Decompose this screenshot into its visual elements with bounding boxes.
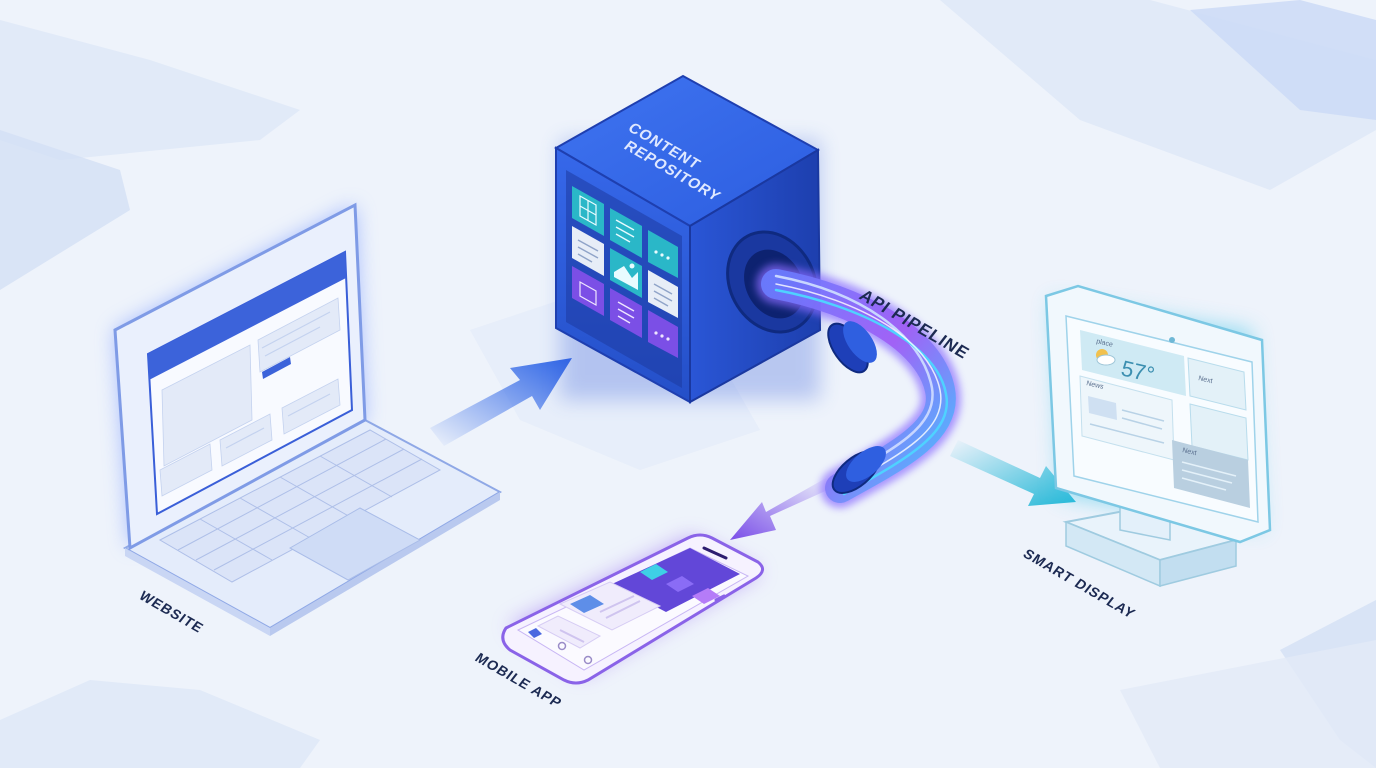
arrow-repository-to-display xyxy=(950,440,1076,506)
tile-grid-icon xyxy=(572,186,604,236)
tile-more-icon xyxy=(648,310,678,358)
smart-display-device: place 57° News Next Next xyxy=(1044,284,1272,588)
pipeline-clamp-upper xyxy=(827,321,877,374)
arrow-repository-to-mobile xyxy=(730,478,832,540)
display-weather-panel xyxy=(1080,330,1186,396)
tile-text-icon xyxy=(572,226,604,276)
mobile-phone-device xyxy=(501,533,764,685)
tile-form-icon xyxy=(648,270,678,318)
tile-image-icon xyxy=(610,248,642,298)
laptop-keyboard xyxy=(158,429,442,583)
display-next-label-2: Next xyxy=(1182,447,1198,457)
pipeline-clamp-lower xyxy=(831,446,886,494)
tile-layout-icon xyxy=(572,266,604,316)
phone-app-icons xyxy=(640,564,720,604)
phone-bottom-nav xyxy=(528,628,593,665)
display-next-label-1: Next xyxy=(1198,375,1214,385)
content-repository-cube: CONTENT REPOSITORY xyxy=(553,74,822,404)
weather-icon xyxy=(1096,349,1116,366)
laptop-device xyxy=(113,202,503,636)
display-news-label: News xyxy=(1086,380,1105,391)
laptop-trackpad xyxy=(288,507,422,581)
tile-document-icon xyxy=(610,208,642,258)
tile-list-icon xyxy=(610,288,642,338)
arrow-website-to-repository xyxy=(430,358,572,446)
tile-chat-icon xyxy=(648,230,678,278)
display-location: place xyxy=(1096,338,1114,349)
